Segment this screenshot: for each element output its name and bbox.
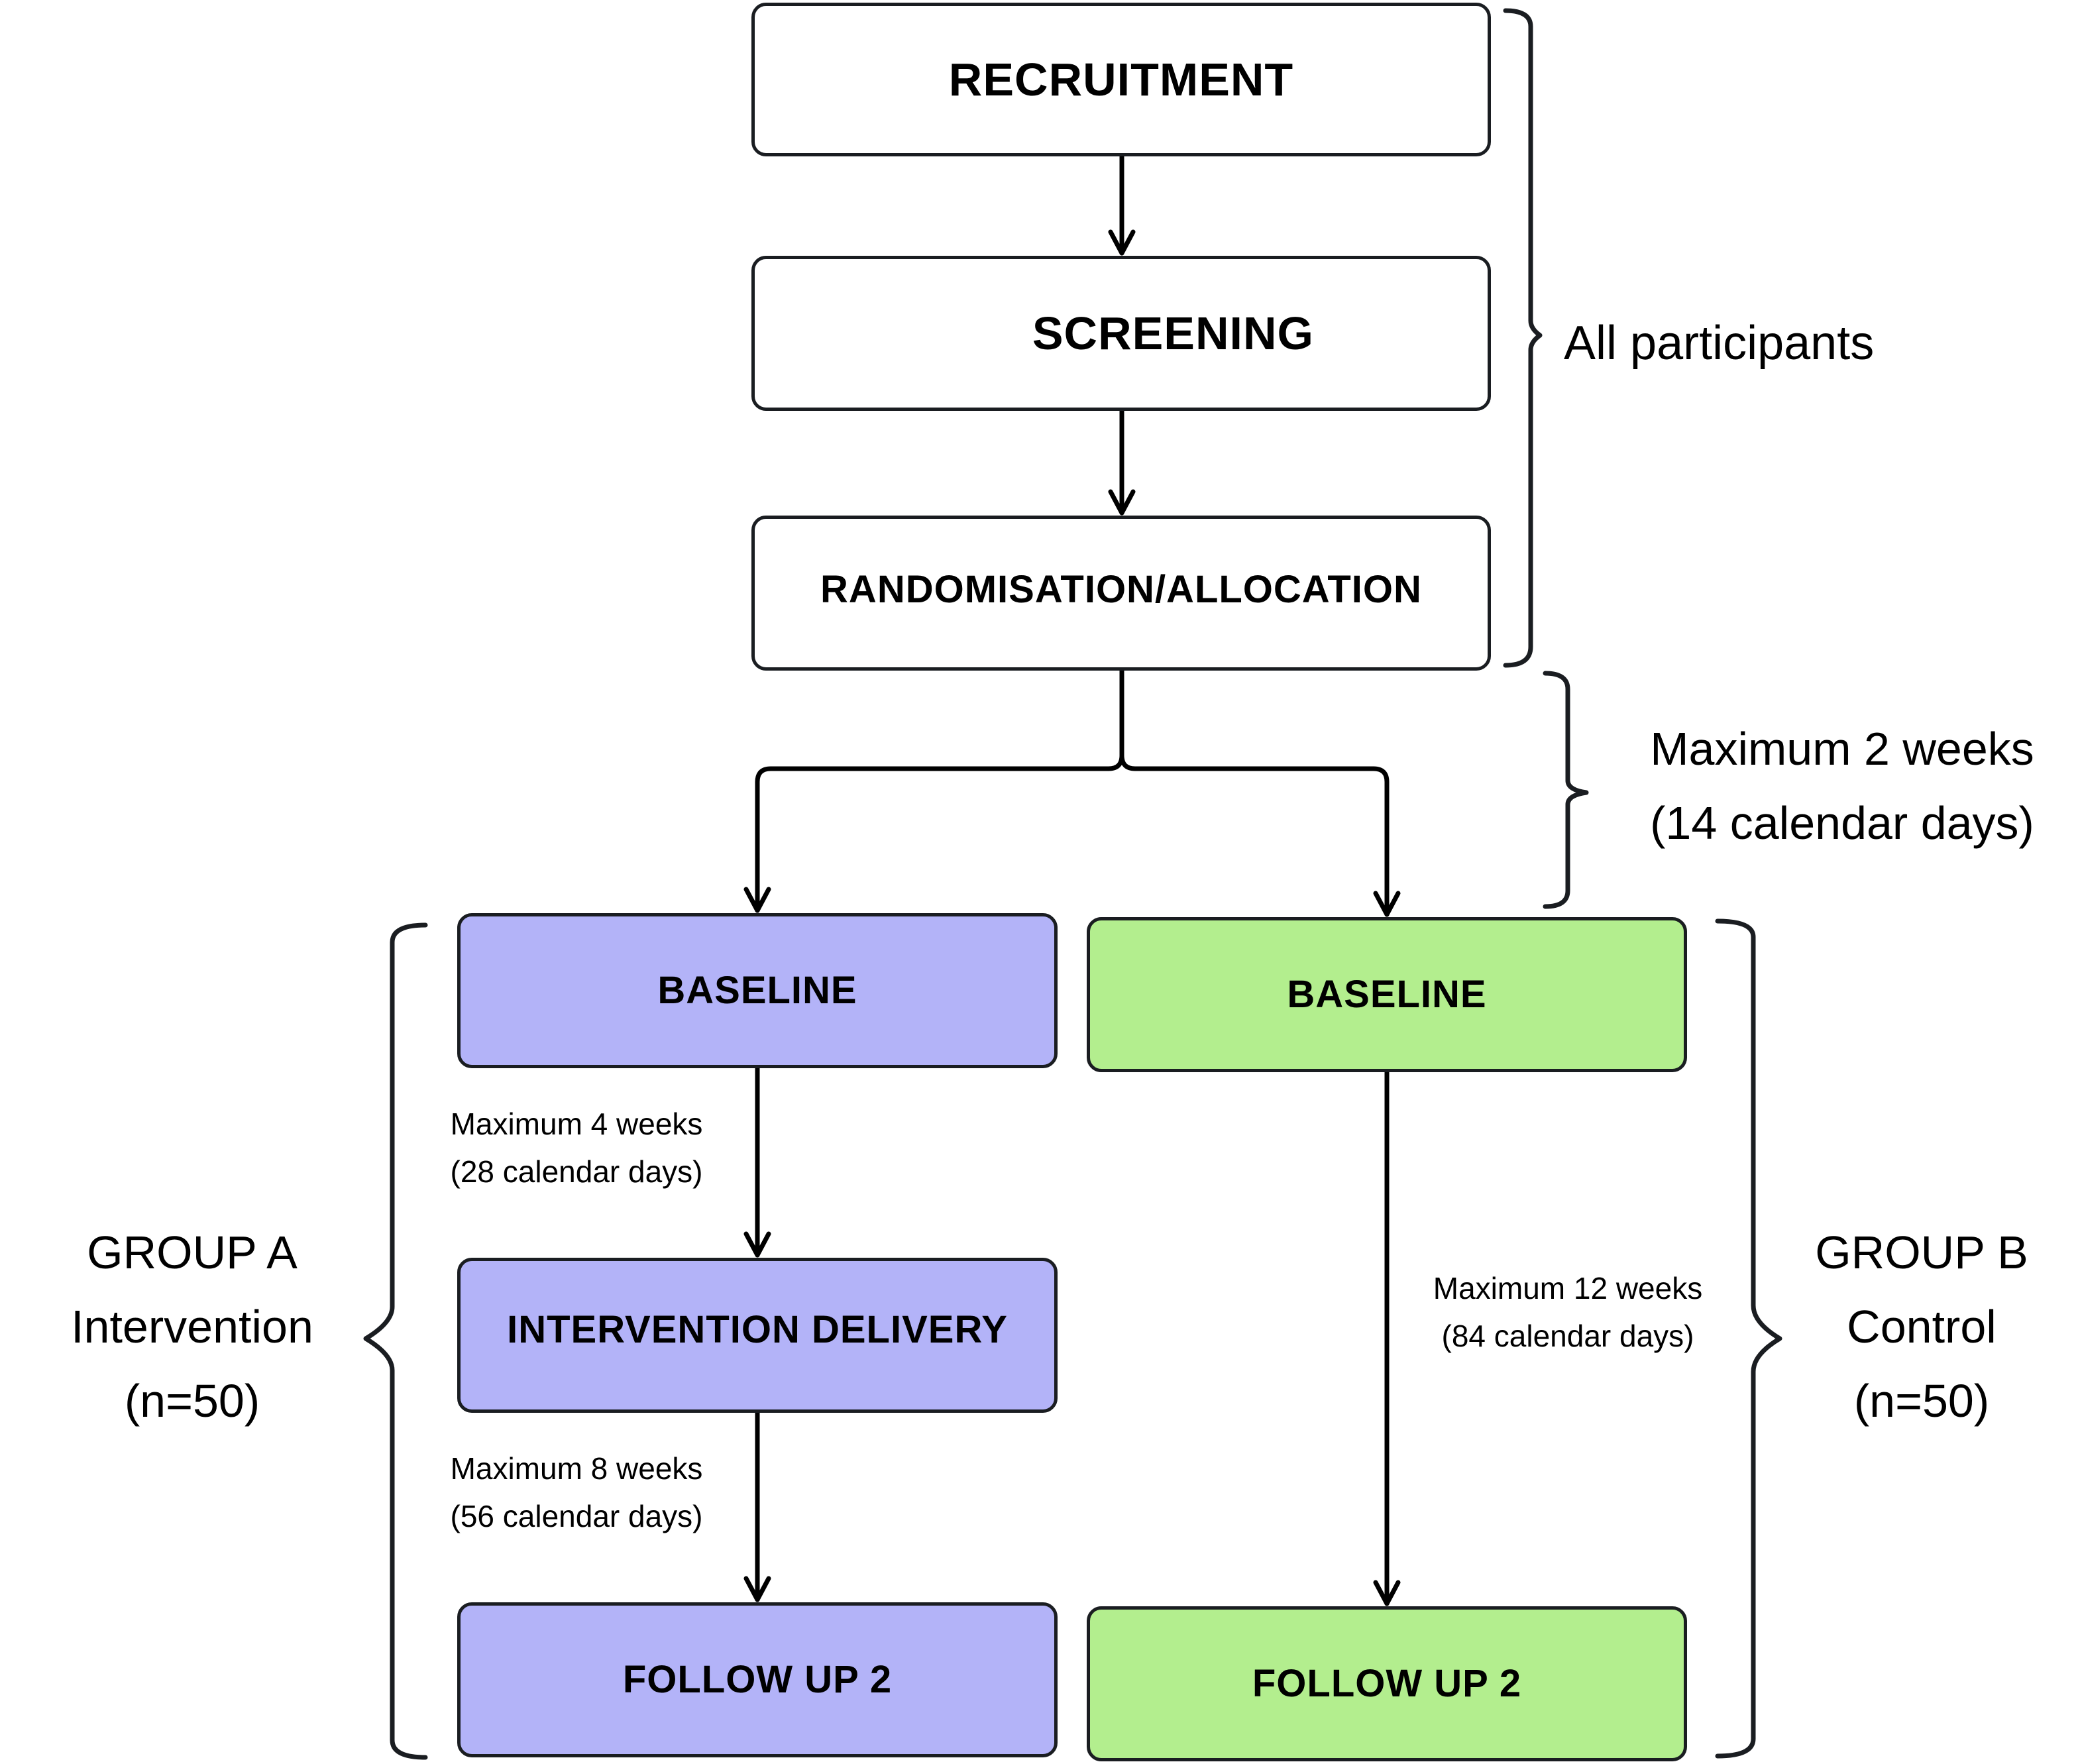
- window-days-text: (14 calendar days): [1650, 797, 2034, 849]
- group-b-arm: Control: [1847, 1301, 1996, 1352]
- interval-max-text: Maximum 4 weeks: [450, 1107, 703, 1141]
- interval-days-text: (84 calendar days): [1441, 1319, 1694, 1353]
- group-b-label: GROUP B Control (n=50): [1789, 1215, 2054, 1438]
- screening-label: SCREENING: [1032, 307, 1314, 359]
- randomisation-box: RANDOMISATION/ALLOCATION: [751, 516, 1491, 671]
- group-b-baseline-label: BASELINE: [1287, 973, 1487, 1016]
- brace-all-participants-icon: [1503, 8, 1543, 668]
- arrowhead-icon: [1108, 229, 1136, 256]
- all-participants-label: All participants: [1564, 307, 1874, 379]
- group-a-name: GROUP A: [87, 1227, 298, 1278]
- arrow-randomisation-split-right: [1119, 753, 1390, 917]
- group-a-intervention-label: INTERVENTION DELIVERY: [507, 1308, 1008, 1351]
- group-b-name: GROUP B: [1815, 1227, 2028, 1278]
- allocation-window-label: Maximum 2 weeks (14 calendar days): [1617, 712, 2067, 860]
- arrowhead-icon: [743, 887, 771, 913]
- interval-max-text: Maximum 12 weeks: [1433, 1271, 1703, 1305]
- brace-group-a-icon: [363, 922, 428, 1760]
- group-b-interval-1: Maximum 12 weeks (84 calendar days): [1415, 1264, 1720, 1360]
- brace-group-b-icon: [1715, 918, 1782, 1759]
- window-max-text: Maximum 2 weeks: [1650, 723, 2034, 775]
- group-a-intervention-box: INTERVENTION DELIVERY: [457, 1258, 1058, 1413]
- group-a-followup-box: FOLLOW UP 2: [457, 1602, 1058, 1757]
- randomisation-label: RANDOMISATION/ALLOCATION: [820, 567, 1422, 611]
- interval-days-text: (28 calendar days): [450, 1154, 703, 1189]
- recruitment-label: RECRUITMENT: [948, 54, 1294, 105]
- group-a-label: GROUP A Intervention (n=50): [27, 1215, 358, 1438]
- recruitment-box: RECRUITMENT: [751, 3, 1491, 156]
- group-b-baseline-box: BASELINE: [1087, 917, 1687, 1072]
- arrowhead-icon: [1373, 1580, 1401, 1606]
- brace-allocation-window-icon: [1543, 671, 1589, 909]
- interval-max-text: Maximum 8 weeks: [450, 1451, 703, 1486]
- group-a-interval-2: Maximum 8 weeks (56 calendar days): [437, 1445, 716, 1540]
- group-b-followup-box: FOLLOW UP 2: [1087, 1606, 1687, 1761]
- group-b-size: (n=50): [1853, 1375, 1990, 1427]
- arrow-randomisation-split: [755, 668, 1124, 913]
- arrowhead-icon: [743, 1231, 771, 1258]
- group-a-baseline-label: BASELINE: [657, 969, 857, 1012]
- arrowhead-icon: [1373, 891, 1401, 917]
- interval-days-text: (56 calendar days): [450, 1499, 703, 1533]
- arrowhead-icon: [1108, 489, 1136, 516]
- group-a-followup-label: FOLLOW UP 2: [622, 1658, 893, 1701]
- arrowhead-icon: [743, 1576, 771, 1602]
- all-participants-text: All participants: [1564, 317, 1875, 370]
- group-a-size: (n=50): [124, 1375, 260, 1427]
- group-a-arm: Intervention: [71, 1301, 313, 1352]
- group-a-baseline-box: BASELINE: [457, 913, 1058, 1068]
- screening-box: SCREENING: [751, 256, 1491, 411]
- group-a-interval-1: Maximum 4 weeks (28 calendar days): [437, 1100, 716, 1195]
- group-b-followup-label: FOLLOW UP 2: [1252, 1662, 1522, 1705]
